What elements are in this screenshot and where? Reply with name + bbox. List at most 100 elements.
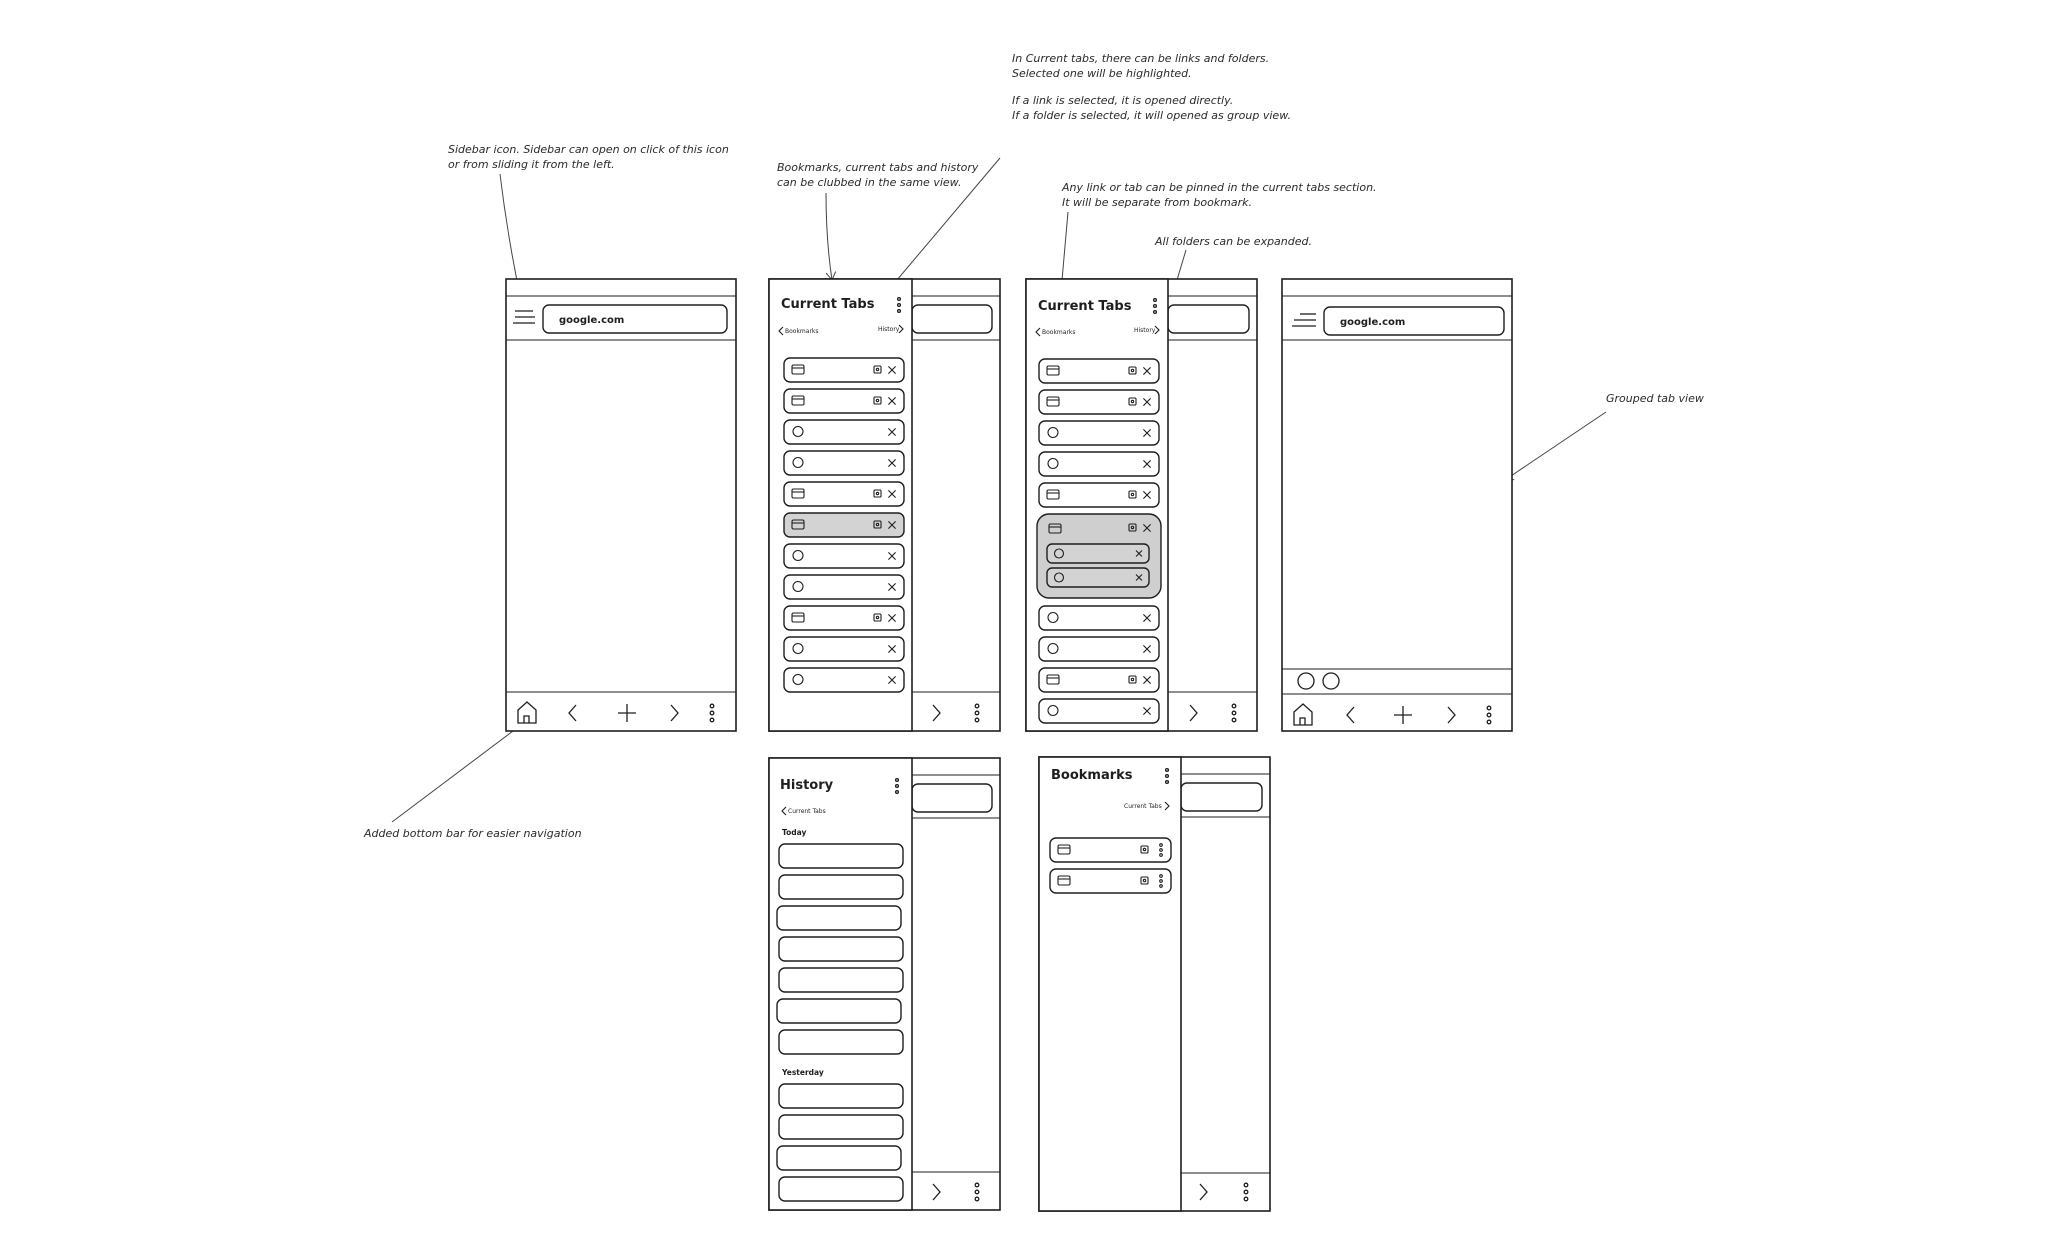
close-icon[interactable]	[888, 614, 896, 622]
bookmark-row[interactable]	[1049, 837, 1172, 863]
history-item[interactable]	[776, 905, 902, 931]
close-icon[interactable]	[1143, 491, 1151, 499]
link-row[interactable]	[1038, 420, 1160, 446]
history-item[interactable]	[778, 1176, 904, 1202]
link-row[interactable]	[783, 450, 905, 476]
chevron-left-icon[interactable]	[568, 704, 577, 722]
folder-row[interactable]	[783, 605, 905, 631]
history-item[interactable]	[778, 936, 904, 962]
close-icon[interactable]	[888, 366, 896, 374]
pin-icon[interactable]	[873, 365, 882, 374]
close-icon[interactable]	[1135, 574, 1143, 581]
plus-icon[interactable]	[1394, 706, 1412, 724]
chevron-right-icon[interactable]	[670, 704, 679, 722]
group-tab-icon[interactable]	[1297, 672, 1315, 690]
history-item[interactable]	[778, 967, 904, 993]
close-icon[interactable]	[888, 583, 896, 591]
chevron-right-icon[interactable]	[932, 1183, 941, 1201]
link-row[interactable]	[1038, 698, 1160, 724]
close-icon[interactable]	[888, 459, 896, 467]
close-icon[interactable]	[1143, 367, 1151, 375]
history-item[interactable]	[776, 1145, 902, 1171]
kebab-icon[interactable]	[1159, 843, 1163, 857]
pin-icon[interactable]	[1140, 845, 1149, 854]
kebab-icon[interactable]	[894, 777, 900, 795]
pin-icon[interactable]	[873, 613, 882, 622]
kebab-icon[interactable]	[896, 296, 902, 314]
close-icon[interactable]	[1143, 398, 1151, 406]
close-icon[interactable]	[888, 397, 896, 405]
kebab-icon[interactable]	[709, 703, 715, 723]
close-icon[interactable]	[888, 645, 896, 653]
chevron-right-icon[interactable]	[1199, 1183, 1208, 1201]
address-bar[interactable]	[1323, 306, 1505, 336]
home-icon[interactable]	[517, 701, 537, 724]
kebab-icon[interactable]	[974, 703, 980, 723]
pin-icon[interactable]	[1128, 366, 1137, 375]
kebab-icon[interactable]	[1152, 297, 1158, 315]
link-row[interactable]	[783, 543, 905, 569]
current-tabs-link[interactable]: Current Tabs	[1124, 803, 1162, 810]
history-link[interactable]: History	[878, 326, 900, 333]
folder-row[interactable]	[783, 512, 905, 538]
bookmarks-link[interactable]: Bookmarks	[785, 328, 819, 335]
pin-icon[interactable]	[873, 520, 882, 529]
bookmarks-link[interactable]: Bookmarks	[1042, 329, 1076, 336]
link-row[interactable]	[783, 667, 905, 693]
bookmark-row[interactable]	[1049, 868, 1172, 894]
close-icon[interactable]	[888, 490, 896, 498]
history-item[interactable]	[778, 1083, 904, 1109]
pin-icon[interactable]	[1140, 876, 1149, 885]
kebab-icon[interactable]	[1159, 874, 1163, 888]
history-item[interactable]	[778, 1029, 904, 1055]
child-link-row[interactable]	[1046, 543, 1150, 564]
close-icon[interactable]	[1143, 429, 1151, 437]
pin-icon[interactable]	[1128, 523, 1137, 532]
pin-icon[interactable]	[1128, 490, 1137, 499]
history-item[interactable]	[776, 998, 902, 1024]
link-row[interactable]	[1038, 451, 1160, 477]
folder-row[interactable]	[1038, 482, 1160, 508]
link-row[interactable]	[783, 419, 905, 445]
expanded-folder[interactable]	[1036, 513, 1162, 599]
folder-row[interactable]	[1038, 358, 1160, 384]
home-icon[interactable]	[1293, 703, 1313, 726]
close-icon[interactable]	[1143, 524, 1151, 532]
current-tabs-link[interactable]: Current Tabs	[788, 808, 826, 815]
folder-row[interactable]	[783, 357, 905, 383]
pin-icon[interactable]	[873, 396, 882, 405]
history-item[interactable]	[778, 843, 904, 869]
chevron-right-icon[interactable]	[932, 704, 941, 722]
pin-icon[interactable]	[873, 489, 882, 498]
link-row[interactable]	[1038, 605, 1160, 631]
link-row[interactable]	[783, 574, 905, 600]
close-icon[interactable]	[1143, 707, 1151, 715]
history-item[interactable]	[778, 1114, 904, 1140]
chevron-right-icon[interactable]	[1189, 704, 1198, 722]
plus-icon[interactable]	[618, 704, 636, 722]
hamburger-icon[interactable]	[513, 310, 535, 324]
hamburger-icon[interactable]	[1292, 313, 1316, 327]
kebab-icon[interactable]	[1164, 767, 1170, 785]
close-icon[interactable]	[1143, 460, 1151, 468]
link-row[interactable]	[1038, 636, 1160, 662]
address-bar[interactable]	[542, 304, 728, 334]
pin-icon[interactable]	[1128, 397, 1137, 406]
close-icon[interactable]	[1143, 645, 1151, 653]
folder-row[interactable]	[783, 388, 905, 414]
history-link[interactable]: History	[1134, 327, 1156, 334]
close-icon[interactable]	[888, 521, 896, 529]
kebab-icon[interactable]	[1231, 703, 1237, 723]
close-icon[interactable]	[888, 552, 896, 560]
pin-icon[interactable]	[1128, 675, 1137, 684]
group-tab-icon[interactable]	[1322, 672, 1340, 690]
folder-row[interactable]	[783, 481, 905, 507]
close-icon[interactable]	[888, 428, 896, 436]
kebab-icon[interactable]	[1243, 1182, 1249, 1202]
close-icon[interactable]	[1143, 614, 1151, 622]
close-icon[interactable]	[1135, 550, 1143, 557]
chevron-right-icon[interactable]	[1447, 706, 1456, 724]
chevron-left-icon[interactable]	[1346, 706, 1355, 724]
link-row[interactable]	[783, 636, 905, 662]
history-item[interactable]	[778, 874, 904, 900]
